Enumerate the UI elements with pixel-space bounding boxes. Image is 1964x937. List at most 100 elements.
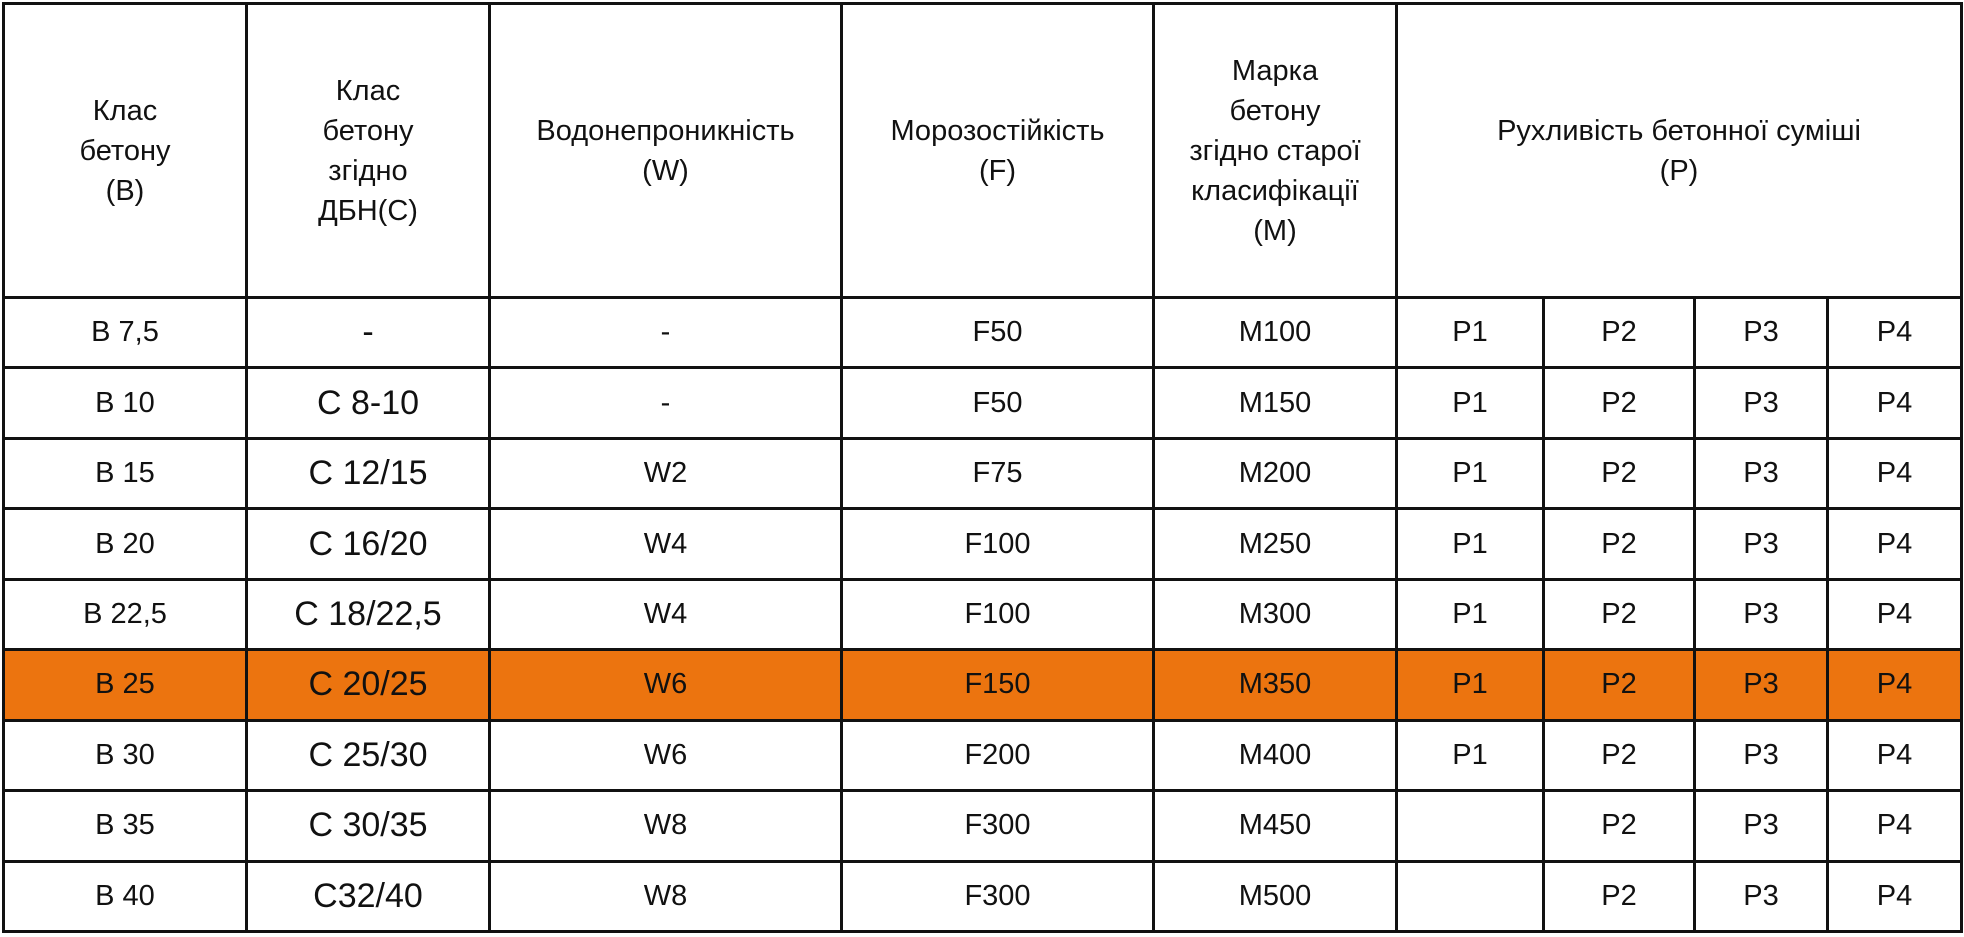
cell-frost-resistance: F300 <box>840 789 1155 863</box>
cell-old-grade: M350 <box>1152 648 1398 722</box>
header-dbn-class: Клас бетону згідно ДБН(С) <box>245 2 491 299</box>
cell-mobility-p3: P3 <box>1693 648 1829 722</box>
cell-mobility-p2: P2 <box>1542 436 1696 511</box>
cell-dbn-class: C 30/35 <box>245 789 491 863</box>
header-concrete-class: Клас бетону (B) <box>2 2 248 299</box>
cell-frost-resistance: F300 <box>840 859 1155 933</box>
cell-water-resistance: W6 <box>488 718 843 793</box>
cell-mobility-p2: P2 <box>1542 366 1696 440</box>
cell-water-resistance: W8 <box>488 859 843 933</box>
cell-dbn-class: C 12/15 <box>245 436 491 511</box>
cell-concrete-class: B 20 <box>2 507 248 581</box>
cell-mobility-p4: P4 <box>1825 789 1964 863</box>
cell-frost-resistance: F150 <box>840 648 1155 722</box>
cell-frost-resistance: F50 <box>840 295 1155 370</box>
cell-old-grade: M400 <box>1152 718 1398 793</box>
cell-old-grade: M200 <box>1152 436 1398 511</box>
cell-concrete-class: B 30 <box>2 718 248 793</box>
cell-mobility-p2: P2 <box>1542 859 1696 933</box>
cell-concrete-class: B 10 <box>2 366 248 440</box>
cell-mobility-p2: P2 <box>1542 789 1696 863</box>
cell-frost-resistance: F100 <box>840 577 1155 652</box>
cell-mobility-p4: P4 <box>1825 859 1964 933</box>
cell-water-resistance: W4 <box>488 577 843 652</box>
cell-old-grade: M450 <box>1152 789 1398 863</box>
header-mix-mobility: Рухливість бетонної суміші (P) <box>1394 2 1964 299</box>
cell-old-grade: M300 <box>1152 577 1398 652</box>
cell-frost-resistance: F75 <box>840 436 1155 511</box>
cell-frost-resistance: F100 <box>840 507 1155 581</box>
cell-water-resistance: - <box>488 366 843 440</box>
cell-concrete-class: B 40 <box>2 859 248 933</box>
cell-mobility-p2: P2 <box>1542 295 1696 370</box>
cell-mobility-p1: P1 <box>1395 366 1545 440</box>
cell-dbn-class: C 8-10 <box>245 366 491 440</box>
cell-mobility-p1: P1 <box>1395 295 1545 370</box>
header-water-resistance: Водонепроникність (W) <box>488 2 843 299</box>
cell-mobility-p3: P3 <box>1693 718 1829 793</box>
cell-mobility-p4: P4 <box>1825 366 1964 440</box>
cell-mobility-p2: P2 <box>1542 648 1696 722</box>
cell-mobility-p4: P4 <box>1825 718 1964 793</box>
cell-concrete-class: B 22,5 <box>2 577 248 652</box>
cell-mobility-p4: P4 <box>1825 436 1964 511</box>
cell-mobility-p1 <box>1395 859 1545 933</box>
cell-dbn-class: - <box>245 295 491 370</box>
cell-mobility-p1: P1 <box>1395 577 1545 652</box>
cell-old-grade: M150 <box>1152 366 1398 440</box>
header-row: Клас бетону (B) Клас бетону згідно ДБН(С… <box>2 2 1964 299</box>
cell-mobility-p2: P2 <box>1542 507 1696 581</box>
cell-water-resistance: W4 <box>488 507 843 581</box>
cell-mobility-p3: P3 <box>1693 507 1829 581</box>
cell-frost-resistance: F200 <box>840 718 1155 793</box>
cell-dbn-class: C 20/25 <box>245 648 491 722</box>
header-old-grade: Марка бетону згідно старої класифікації … <box>1152 2 1398 299</box>
cell-mobility-p4: P4 <box>1825 295 1964 370</box>
cell-water-resistance: W2 <box>488 436 843 511</box>
cell-mobility-p4: P4 <box>1825 507 1964 581</box>
cell-concrete-class: B 7,5 <box>2 295 248 370</box>
cell-mobility-p1: P1 <box>1395 436 1545 511</box>
cell-dbn-class: C32/40 <box>245 859 491 933</box>
cell-old-grade: M100 <box>1152 295 1398 370</box>
cell-mobility-p1: P1 <box>1395 648 1545 722</box>
cell-concrete-class: B 15 <box>2 436 248 511</box>
cell-mobility-p4: P4 <box>1825 577 1964 652</box>
cell-concrete-class: B 35 <box>2 789 248 863</box>
cell-water-resistance: - <box>488 295 843 370</box>
header-frost-resistance: Морозостійкість (F) <box>840 2 1155 299</box>
cell-water-resistance: W6 <box>488 648 843 722</box>
cell-dbn-class: C 25/30 <box>245 718 491 793</box>
cell-mobility-p2: P2 <box>1542 577 1696 652</box>
cell-dbn-class: C 18/22,5 <box>245 577 491 652</box>
cell-mobility-p3: P3 <box>1693 366 1829 440</box>
cell-mobility-p1: P1 <box>1395 507 1545 581</box>
cell-old-grade: M500 <box>1152 859 1398 933</box>
cell-mobility-p1: P1 <box>1395 718 1545 793</box>
cell-water-resistance: W8 <box>488 789 843 863</box>
cell-mobility-p3: P3 <box>1693 859 1829 933</box>
cell-mobility-p3: P3 <box>1693 577 1829 652</box>
cell-mobility-p2: P2 <box>1542 718 1696 793</box>
cell-mobility-p3: P3 <box>1693 436 1829 511</box>
cell-frost-resistance: F50 <box>840 366 1155 440</box>
cell-mobility-p4: P4 <box>1825 648 1964 722</box>
cell-mobility-p3: P3 <box>1693 295 1829 370</box>
cell-dbn-class: C 16/20 <box>245 507 491 581</box>
cell-mobility-p3: P3 <box>1693 789 1829 863</box>
cell-old-grade: M250 <box>1152 507 1398 581</box>
cell-mobility-p1 <box>1395 789 1545 863</box>
cell-concrete-class: B 25 <box>2 648 248 722</box>
